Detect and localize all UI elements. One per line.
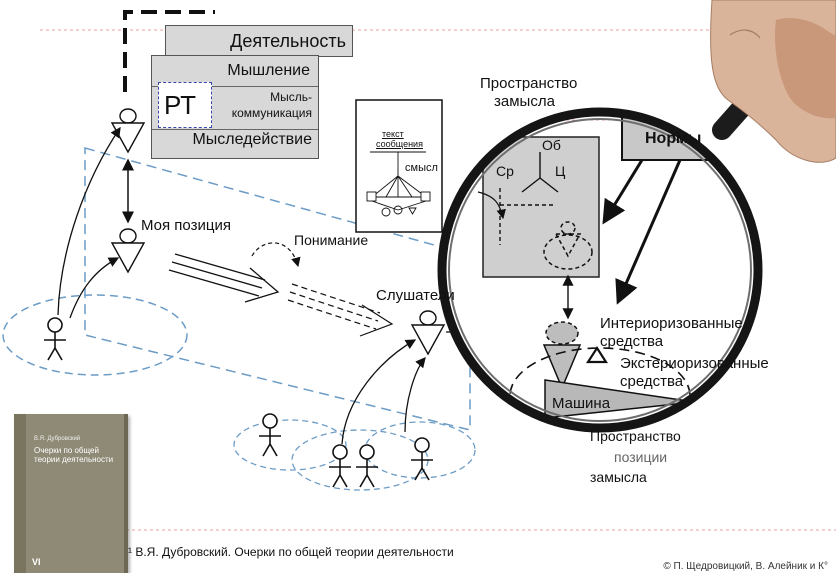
externalized-label-1: Экстериоризованные [620,355,769,372]
ob-label: Об [542,137,561,153]
stick-person-1 [259,413,281,457]
plan-space-arrow [477,191,506,220]
plan-figure-dashed [543,221,593,270]
stick-person-2 [329,444,351,488]
understanding-label: Понимание [294,232,369,248]
plan-space-bottom-label-1: Пространство [590,428,681,444]
reflection-arrow-top [57,126,121,316]
thought-communication-label-1: Мысль- [270,90,312,104]
internalized-figure [542,321,582,390]
delta-icon [585,345,609,364]
machine-wedge [544,379,696,419]
activity-layer: Деятельность [165,25,353,57]
position-bracket [123,10,215,92]
plan-space-bottom-label-3: замысла [590,469,647,485]
book-mark: VI [32,557,41,567]
understanding-arrow [287,283,381,330]
schema-figure-my-position [110,228,146,274]
copyright-text: © П. Щедровицкий, В. Алейник и К° [663,561,828,572]
plan-space-top-label-2: замысла [494,93,555,110]
rt-box: РТ [158,82,212,128]
book-spine [14,414,26,573]
rt-label: РТ [164,90,197,120]
group-ellipse-2 [291,429,429,491]
meaning-label: смысл [405,162,438,174]
listeners-label: Слушатели [376,287,455,304]
listener-arrow-2 [404,357,426,433]
machine-label: Машина [552,395,611,412]
schema-figure-top [110,108,146,154]
message-text-label-1: текст [382,129,404,139]
message-text-label-2: сообщения [376,139,423,149]
internalized-label-1: Интериоризованные [600,315,743,332]
norms-arrow-2 [615,159,682,305]
externalized-label-2: средства [620,373,684,390]
thinking-layer-label: Мышление [227,62,310,79]
transmission-arrow [168,253,280,303]
stick-person-3 [356,444,378,488]
reflection-arrow-my-position [69,257,120,319]
book-title: Очерки по общей теории деятельности [34,446,114,465]
norms-arrow-1 [602,159,644,225]
ts-label: Ц [555,163,566,179]
message-structure-icon [366,151,431,217]
my-position-label: Моя позиция [141,217,231,234]
norms-label: Нормы [645,130,702,147]
understanding-arrow-head [359,304,394,337]
sr-label: Ср [496,163,514,179]
stick-person-4 [411,437,433,481]
communication-field [84,147,471,431]
schema-figure-listener [410,310,446,356]
plan-space-box [482,136,600,278]
hand-icon [710,0,836,163]
group-ellipse-left [2,294,188,376]
thought-communication-label-2: коммуникация [231,106,312,120]
book-author: В.Я. Дубровский [34,436,81,442]
book-cover: В.Я. Дубровский Очерки по общей теории д… [14,414,128,573]
thought-action-label: Мыследействие [192,131,312,148]
listener-arrow-1 [341,339,417,445]
plan-space-bottom-label-2: позиции [614,449,668,465]
understanding-curve-arrow [251,242,301,268]
plan-space-top-label-1: Пространство [480,75,578,92]
footnote-text: ¹ В.Я. Дубровский. Очерки по общей теори… [128,545,454,559]
group-ellipse-1 [233,419,347,471]
stick-person-left [44,317,66,361]
internalized-label-2: средства [600,333,664,350]
thought-communication-band: Мысль- коммуникация [152,86,318,130]
activity-layer-label: Деятельность [230,31,346,51]
